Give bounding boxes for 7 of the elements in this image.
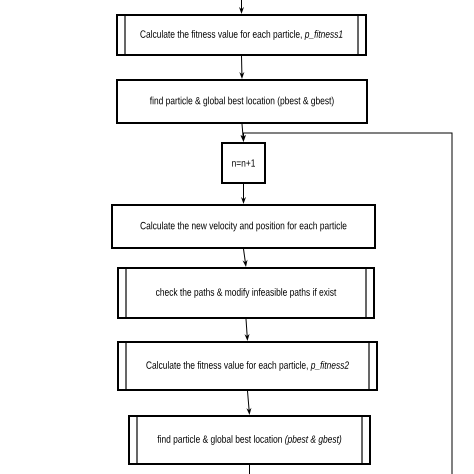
predefined-process-box: find particle & global best location (pbest & gbest) <box>128 415 371 465</box>
process-box: Calculate the new velocity and position for each particle <box>111 204 376 249</box>
predefined-process-box: check the paths & modify infeasible paths if exist <box>117 267 375 319</box>
process-box: n=n+1 <box>221 142 266 184</box>
predefined-process-box: Calculate the fitness value for each particle, p_fitness2 <box>117 341 378 391</box>
predefined-process-box: Calculate the fitness value for each particle, p_fitness1 <box>116 14 367 56</box>
process-box: find particle & global best location (pbest & gbest) <box>116 79 368 124</box>
